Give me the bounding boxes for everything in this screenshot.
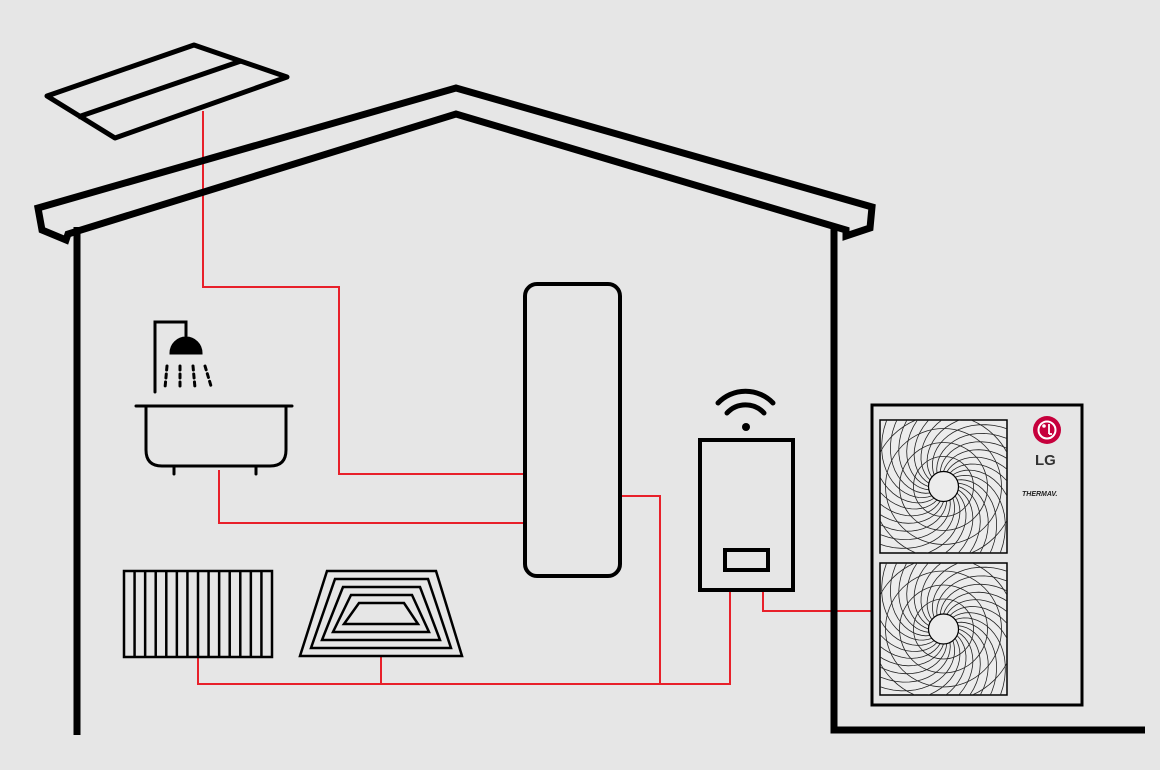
fan-blade-line [880, 640, 956, 692]
fan-blade-line [880, 475, 935, 504]
pipe-network [197, 111, 872, 685]
fan-blade-line [931, 424, 1007, 475]
wifi-icon [715, 388, 776, 431]
fan-blade-line [880, 491, 938, 510]
fan-blade-line [946, 599, 1007, 615]
fan-blade-line [952, 612, 1007, 640]
fan-blade-line [943, 591, 1007, 615]
fan-guard-ring [913, 598, 974, 660]
fan-blade-line [920, 420, 943, 481]
fan-grille-top [879, 419, 1008, 554]
fan-blade-line [906, 420, 929, 487]
fan-blade-line [949, 463, 1007, 482]
fan-blade-line [957, 489, 974, 553]
fan-blade-line [943, 449, 1007, 472]
fan-guard-ring [913, 456, 974, 517]
wall-boiler-icon [698, 438, 795, 592]
fan-blade-line [880, 633, 938, 652]
fan-blade-line [939, 441, 1007, 472]
lg-logo-icon [1033, 416, 1061, 444]
fan-blade-line [926, 420, 961, 478]
fan-blade-line [957, 631, 974, 695]
fan-blade-line [955, 617, 1006, 695]
floor-heating-icon [298, 569, 464, 658]
fan-blade-line [880, 643, 948, 675]
pipe-heating-loop [197, 590, 731, 685]
fan-blade-line [946, 456, 1007, 473]
fan-blade-line [880, 500, 941, 517]
fan-blade-line [913, 420, 930, 484]
fan-blade-line [926, 495, 961, 553]
fan-blade-line [944, 492, 967, 553]
model-label: THERMAV. [1022, 491, 1057, 498]
fan-blade-line [936, 575, 1007, 616]
fan-blade-line [958, 482, 989, 553]
fan-blade-line [931, 566, 1007, 618]
fan-grille-bottom [879, 562, 1008, 696]
solar-panel [44, 42, 290, 141]
radiator-icon [122, 569, 274, 659]
bathtub-shower-icon [134, 320, 294, 476]
fan-blade-line [880, 499, 951, 541]
fan-blade-line [898, 420, 929, 491]
fan-guard-ring [899, 584, 988, 674]
water-cylinder-icon [523, 282, 622, 578]
fan-blade-line [898, 563, 929, 633]
fan-blade-line [881, 563, 932, 641]
pipe-tank-to-loop [620, 495, 661, 684]
pipe-solar-to-tank [202, 111, 525, 475]
fan-blade-line [955, 474, 1006, 553]
fan-blade-line [939, 583, 1007, 615]
fan-blade-line [956, 479, 998, 553]
house-outline [33, 84, 1145, 735]
fan-blade-line [936, 432, 1007, 474]
heat-pump-icon: LG THERMAV. [870, 403, 1084, 707]
fan-guard-ring [885, 570, 1002, 688]
brand-label: LG [1035, 452, 1056, 469]
fan-blade-line [945, 635, 967, 695]
fan-hub [927, 470, 960, 503]
fan-blade-line [949, 606, 1007, 625]
fan-blade-line [952, 469, 1007, 498]
fan-blade-line [920, 563, 942, 623]
fan-blade-line [881, 420, 932, 499]
fan-blade-line [913, 563, 930, 627]
pipe-unit-to-outdoor [762, 590, 872, 612]
fan-blade-line [927, 638, 961, 695]
fan-blade-line [880, 498, 956, 549]
fan-blade-line [958, 625, 989, 695]
fan-blade-line [958, 628, 981, 695]
fan-blade-line [889, 563, 931, 637]
fan-blade-line [880, 501, 944, 524]
fan-blade-line [889, 420, 931, 494]
fan-blade-line [958, 486, 981, 553]
fan-blade-line [956, 621, 998, 695]
fan-blade-line [880, 642, 951, 683]
fan-blade-line [880, 643, 941, 659]
fan-blade-line [880, 618, 935, 646]
fan-blade-line [880, 501, 948, 532]
fan-hub [927, 613, 960, 645]
fan-blade-line [926, 563, 960, 620]
fan-blade-line [880, 643, 944, 667]
fan-guard-ring [899, 442, 988, 531]
right-wall [830, 227, 1145, 734]
fan-blade-line [906, 563, 929, 630]
pipe-bath-to-tank [218, 470, 525, 524]
roof [33, 84, 876, 245]
fan-guard-ring [885, 428, 1002, 545]
